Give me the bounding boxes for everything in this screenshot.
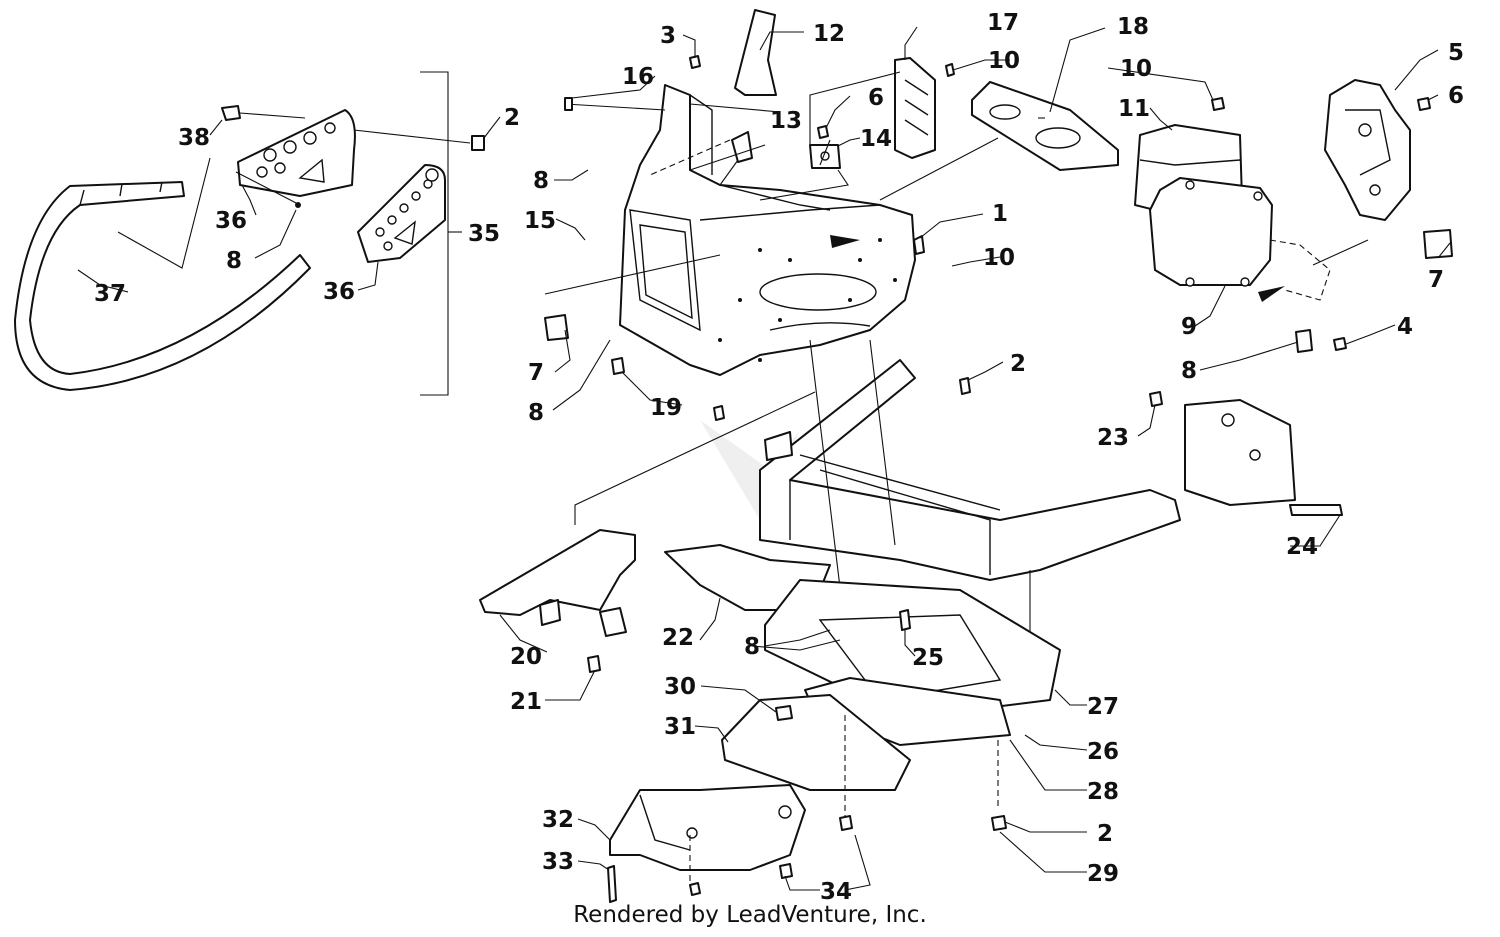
callout-23: 23 bbox=[1097, 425, 1129, 451]
callout-11: 11 bbox=[1118, 96, 1150, 122]
skid-plates bbox=[721, 579, 1061, 831]
callout-10: 10 bbox=[983, 245, 1015, 271]
battery-box bbox=[1134, 97, 1347, 353]
callout-9: 9 bbox=[1181, 314, 1197, 340]
callout-7: 7 bbox=[1428, 267, 1444, 293]
callout-10: 10 bbox=[988, 48, 1020, 74]
callout-27: 27 bbox=[1087, 694, 1119, 720]
callout-29: 29 bbox=[1087, 861, 1119, 887]
callout-28: 28 bbox=[1087, 779, 1119, 805]
callout-8: 8 bbox=[1181, 358, 1197, 384]
callout-2: 2 bbox=[1010, 351, 1026, 377]
callout-7: 7 bbox=[528, 360, 544, 386]
callout-8: 8 bbox=[528, 400, 544, 426]
callout-8: 8 bbox=[533, 168, 549, 194]
callout-33: 33 bbox=[542, 849, 574, 875]
upper-parts bbox=[564, 9, 1119, 201]
callout-18: 18 bbox=[1117, 14, 1149, 40]
callout-2: 2 bbox=[504, 105, 520, 131]
callout-32: 32 bbox=[542, 807, 574, 833]
callout-15: 15 bbox=[524, 208, 556, 234]
callout-10: 10 bbox=[1120, 56, 1152, 82]
callout-34: 34 bbox=[820, 879, 852, 905]
mount-bracket bbox=[544, 79, 1453, 341]
callout-36: 36 bbox=[215, 208, 247, 234]
chassis-frame bbox=[574, 339, 1343, 700]
callout-12: 12 bbox=[813, 21, 845, 47]
watermark bbox=[700, 420, 800, 520]
callout-38: 38 bbox=[178, 125, 210, 151]
callout-2: 2 bbox=[1097, 821, 1113, 847]
callout-8: 8 bbox=[744, 634, 760, 660]
callout-19: 19 bbox=[650, 395, 682, 421]
callout-37: 37 bbox=[94, 281, 126, 307]
callout-3: 3 bbox=[660, 23, 676, 49]
bumper-assembly bbox=[14, 71, 485, 396]
footer-credit: Rendered by LeadVenture, Inc. bbox=[573, 902, 927, 928]
callout-21: 21 bbox=[510, 689, 542, 715]
callout-20: 20 bbox=[510, 644, 542, 670]
callout-8: 8 bbox=[226, 248, 242, 274]
callout-labels: 1 2 2 2 3 4 5 6 6 7 7 8 8 8 8 8 9 10 10 … bbox=[94, 10, 1464, 905]
callout-4: 4 bbox=[1397, 314, 1413, 340]
front-frame-bulkhead bbox=[619, 84, 925, 376]
callout-36: 36 bbox=[323, 279, 355, 305]
callout-22: 22 bbox=[662, 625, 694, 651]
callout-17: 17 bbox=[987, 10, 1019, 36]
callout-13: 13 bbox=[770, 108, 802, 134]
callout-5: 5 bbox=[1448, 40, 1464, 66]
callout-26: 26 bbox=[1087, 739, 1119, 765]
callout-25: 25 bbox=[912, 645, 944, 671]
callout-1: 1 bbox=[992, 201, 1008, 227]
callout-31: 31 bbox=[664, 714, 696, 740]
callout-14: 14 bbox=[860, 126, 892, 152]
callout-30: 30 bbox=[664, 674, 696, 700]
callout-24: 24 bbox=[1286, 534, 1318, 560]
callout-6: 6 bbox=[868, 85, 884, 111]
callout-16: 16 bbox=[622, 64, 654, 90]
lower-shield bbox=[607, 784, 806, 903]
callout-leaders bbox=[77, 26, 1451, 891]
callout-35: 35 bbox=[468, 221, 500, 247]
callout-6: 6 bbox=[1448, 83, 1464, 109]
